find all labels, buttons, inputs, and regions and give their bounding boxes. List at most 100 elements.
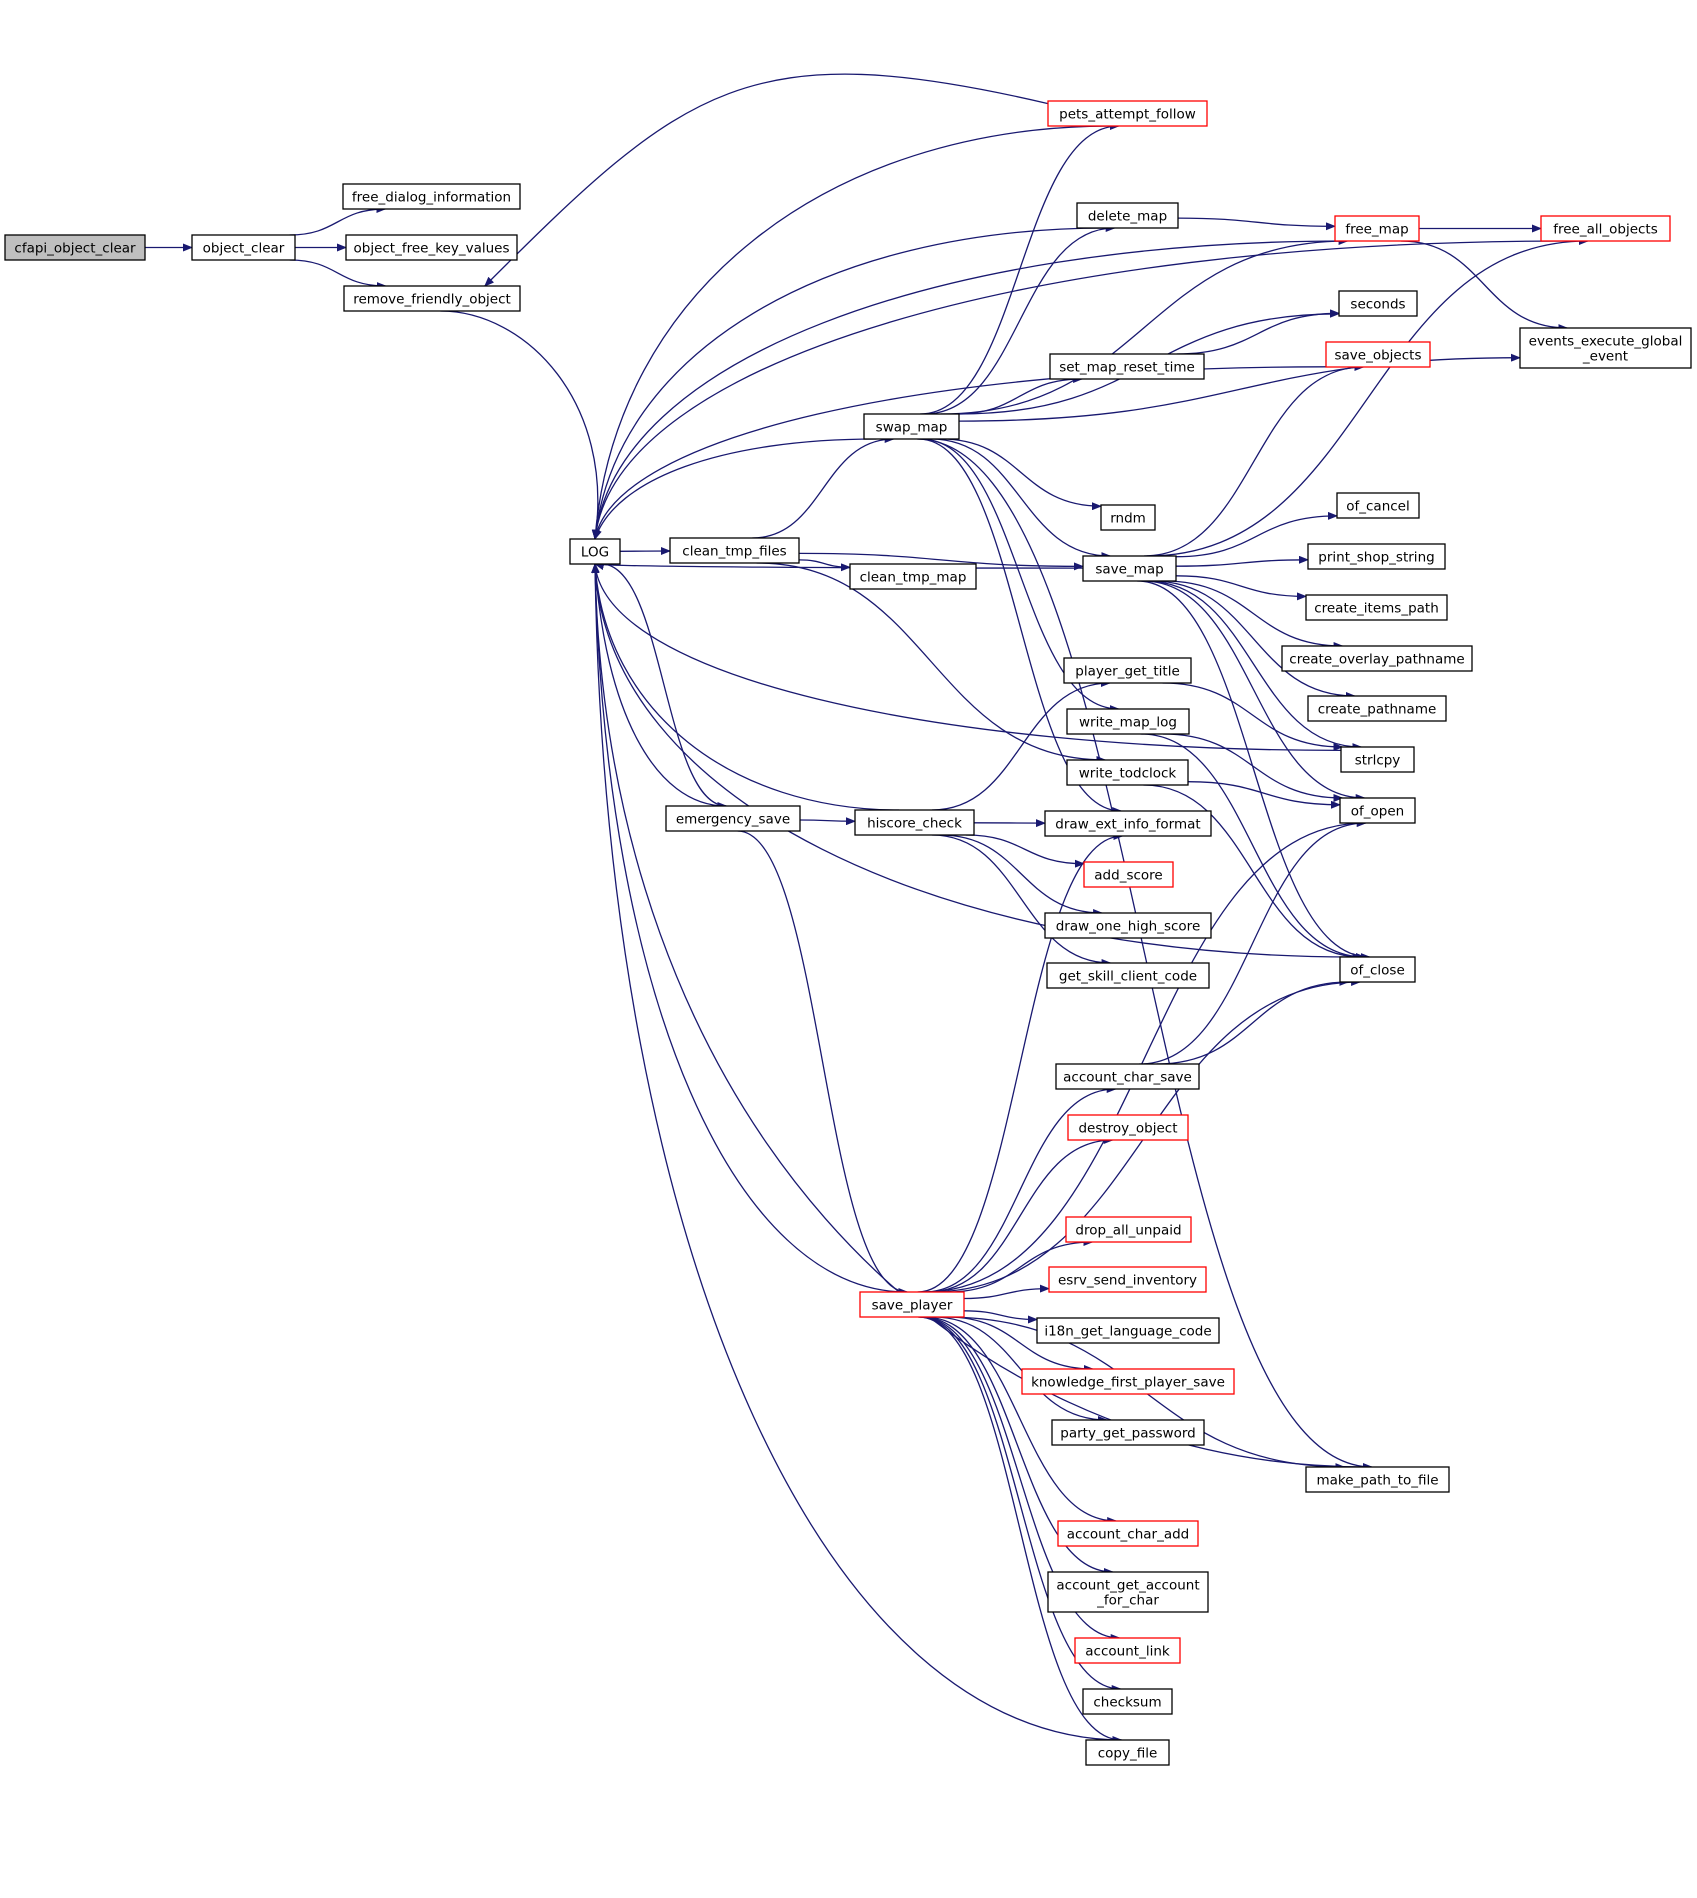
- edge-save_map-to-print_shop_string: [1175, 555, 1309, 567]
- edge-save_player-to-account_get_account_for_char: [921, 1316, 1114, 1576]
- node-label: events_execute_global: [1529, 334, 1683, 350]
- node-create_overlay_pathname[interactable]: create_overlay_pathname: [1281, 645, 1473, 672]
- edge-delete_map-to-free_map: [1177, 217, 1336, 231]
- node-object_clear[interactable]: object_clear: [191, 234, 296, 261]
- node-free_dialog_information[interactable]: free_dialog_information: [342, 183, 521, 210]
- node-box: [1334, 215, 1420, 242]
- node-of_cancel[interactable]: of_cancel: [1336, 492, 1420, 519]
- node-esrv_send_inventory[interactable]: esrv_send_inventory: [1048, 1266, 1207, 1293]
- node-box: [1066, 759, 1189, 786]
- node-save_objects[interactable]: save_objects: [1325, 341, 1431, 368]
- edge-free_map-to-LOG: [592, 240, 1346, 540]
- node-label: emergency_save: [676, 812, 790, 828]
- node-hiscore_check[interactable]: hiscore_check: [854, 809, 975, 836]
- node-draw_one_high_score[interactable]: draw_one_high_score: [1044, 912, 1212, 939]
- edge-hiscore_check-to-add_score: [965, 834, 1085, 868]
- edge-of_close-to-LOG: [591, 563, 1354, 958]
- node-label: knowledge_first_player_save: [1031, 1375, 1225, 1391]
- node-box: [863, 413, 960, 440]
- node-strlcpy[interactable]: strlcpy: [1340, 746, 1415, 773]
- node-delete_map[interactable]: delete_map: [1076, 202, 1179, 229]
- node-label: delete_map: [1088, 209, 1167, 225]
- edge-swap_map-to-save_map: [930, 438, 1112, 560]
- node-box: [1021, 1368, 1235, 1395]
- node-label: destroy_object: [1078, 1121, 1177, 1137]
- edge-hiscore_check-to-draw_one_high_score: [940, 834, 1104, 917]
- node-box: [669, 537, 800, 564]
- node-add_score[interactable]: add_score: [1083, 861, 1174, 888]
- node-create_pathname[interactable]: create_pathname: [1307, 695, 1447, 722]
- edge-copy_file-to-LOG: [591, 563, 1122, 1741]
- node-rndm[interactable]: rndm: [1100, 504, 1156, 531]
- node-label: account_get_account: [1056, 1578, 1199, 1594]
- node-box: [343, 285, 521, 312]
- node-emergency_save[interactable]: emergency_save: [665, 805, 801, 832]
- node-make_path_to_file[interactable]: make_path_to_file: [1305, 1466, 1450, 1493]
- node-object_free_key_values[interactable]: object_free_key_values: [345, 234, 518, 261]
- node-box: [1281, 645, 1473, 672]
- node-label: object_free_key_values: [353, 241, 509, 257]
- node-drop_all_unpaid[interactable]: drop_all_unpaid: [1065, 1216, 1192, 1243]
- node-label: LOG: [581, 545, 609, 561]
- nodes-layer: cfapi_object_clear object_clear free_dialo…: [4, 100, 1692, 1766]
- node-destroy_object[interactable]: destroy_object: [1067, 1114, 1189, 1141]
- edge-hiscore_check-to-get_skill_client_code: [931, 834, 1112, 967]
- edge-emergency_save-to-LOG: [591, 563, 727, 807]
- node-account_char_save[interactable]: account_char_save: [1055, 1063, 1200, 1090]
- node-party_get_password[interactable]: party_get_password: [1051, 1419, 1205, 1446]
- node-label: _event: [1582, 349, 1628, 365]
- node-clean_tmp_files[interactable]: clean_tmp_files: [669, 537, 800, 564]
- node-of_close[interactable]: of_close: [1339, 956, 1416, 983]
- node-events_execute_global_event[interactable]: events_execute_global_event: [1519, 327, 1692, 369]
- edge-LOG-to-emergency_save: [601, 563, 728, 810]
- node-checksum[interactable]: checksum: [1082, 1688, 1173, 1715]
- node-clean_tmp_map[interactable]: clean_tmp_map: [849, 563, 977, 590]
- node-free_map[interactable]: free_map: [1334, 215, 1420, 242]
- node-knowledge_first_player_save[interactable]: knowledge_first_player_save: [1021, 1368, 1235, 1395]
- edge-clean_tmp_files-to-write_todclock: [756, 562, 1107, 764]
- node-account_char_add[interactable]: account_char_add: [1057, 1520, 1199, 1547]
- node-account_get_account_for_char[interactable]: account_get_account_for_char: [1047, 1571, 1209, 1613]
- node-account_link[interactable]: account_link: [1074, 1637, 1181, 1664]
- node-seconds[interactable]: seconds: [1338, 290, 1418, 317]
- node-copy_file[interactable]: copy_file: [1085, 1739, 1170, 1766]
- node-label: cfapi_object_clear: [14, 241, 136, 257]
- node-swap_map[interactable]: swap_map: [863, 413, 960, 440]
- node-box: [859, 1291, 965, 1318]
- node-save_map[interactable]: save_map: [1082, 555, 1177, 582]
- node-box: [1044, 810, 1212, 837]
- node-set_map_reset_time[interactable]: set_map_reset_time: [1049, 353, 1205, 380]
- node-get_skill_client_code[interactable]: get_skill_client_code: [1046, 962, 1210, 989]
- node-box: [1083, 861, 1174, 888]
- node-save_player[interactable]: save_player: [859, 1291, 965, 1318]
- node-write_todclock[interactable]: write_todclock: [1066, 759, 1189, 786]
- node-of_open[interactable]: of_open: [1339, 797, 1416, 824]
- edge-save_map-to-free_all_objects: [1146, 237, 1589, 557]
- node-label: save_player: [872, 1298, 953, 1314]
- edge-save_player-to-draw_ext_info_format: [917, 832, 1124, 1293]
- node-write_map_log[interactable]: write_map_log: [1066, 708, 1190, 735]
- node-create_items_path[interactable]: create_items_path: [1305, 594, 1448, 621]
- node-cfapi_object_clear: cfapi_object_clear: [4, 234, 146, 261]
- node-remove_friendly_object[interactable]: remove_friendly_object: [343, 285, 521, 312]
- edge-emergency_save-to-hiscore_check: [799, 817, 856, 826]
- node-print_shop_string[interactable]: print_shop_string: [1307, 543, 1446, 570]
- edge-strlcpy-to-LOG: [591, 563, 1342, 752]
- node-player_get_title[interactable]: player_get_title: [1063, 657, 1192, 684]
- node-draw_ext_info_format[interactable]: draw_ext_info_format: [1044, 810, 1212, 837]
- node-box: [1048, 1266, 1207, 1293]
- node-label: set_map_reset_time: [1059, 360, 1195, 376]
- edge-clean_tmp_files-to-save_map: [798, 552, 1084, 571]
- node-label: account_link: [1085, 1644, 1170, 1660]
- node-label: strlcpy: [1355, 753, 1401, 769]
- node-free_all_objects[interactable]: free_all_objects: [1540, 215, 1671, 242]
- node-pets_attempt_follow[interactable]: pets_attempt_follow: [1047, 100, 1208, 127]
- node-box: [1519, 327, 1692, 369]
- node-i18n_get_language_code[interactable]: i18n_get_language_code: [1036, 1317, 1220, 1344]
- edge-swap_map-to-LOG: [594, 438, 877, 540]
- edge-save_player-to-account_link: [919, 1316, 1121, 1642]
- edge-save_player-to-account_char_save: [923, 1085, 1117, 1293]
- edge-free_all_objects-to-LOG: [592, 240, 1565, 540]
- node-LOG[interactable]: LOG: [569, 538, 621, 565]
